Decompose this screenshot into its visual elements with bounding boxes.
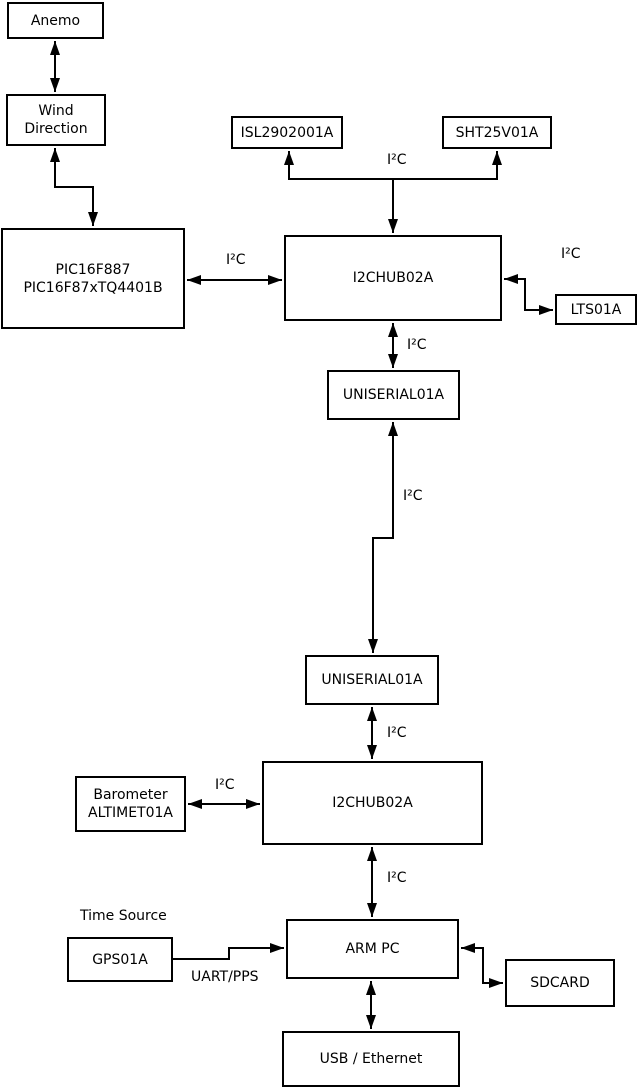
box-sdcard-label: SDCARD (530, 975, 590, 991)
connector-uniserial1-uniserial2 (368, 422, 398, 653)
box-lts01a-label: LTS01A (570, 301, 622, 318)
edge-label-i2c-pic-hub1: I²C (226, 252, 246, 268)
box-isl2902001a: ISL2902001A (231, 116, 343, 149)
box-arm-pc-label: ARM PC (345, 941, 400, 957)
box-pic16f887: PIC16F887 PIC16F87xTQ4401B (1, 228, 185, 329)
box-uniserial01a-top: UNISERIAL01A (327, 370, 460, 420)
edge-label-i2c-hub2-armpc: I²C (387, 870, 407, 886)
box-pic16f887-label: PIC16F887 PIC16F87xTQ4401B (23, 261, 163, 296)
box-arm-pc: ARM PC (286, 919, 459, 979)
connector-wind-direction-pic (50, 148, 98, 226)
box-anemo-label: Anemo (30, 12, 81, 29)
edge-label-i2c-hub1-lts: I²C (561, 246, 581, 262)
connector-armpc-sdcard (461, 943, 503, 988)
box-i2chub02a-top-label: I2CHUB02A (352, 270, 434, 286)
edge-label-i2c-barometer-hub2: I²C (215, 777, 235, 793)
box-isl2902001a-label: ISL2902001A (240, 124, 334, 141)
box-i2chub02a-top: I2CHUB02A (284, 235, 502, 321)
box-wind-direction-label: Wind Direction (24, 103, 88, 137)
box-usb-ethernet: USB / Ethernet (282, 1031, 460, 1087)
box-sht25v01a: SHT25V01A (442, 116, 552, 149)
box-uniserial01a-top-label: UNISERIAL01A (342, 387, 445, 403)
box-uniserial01a-bottom-label: UNISERIAL01A (321, 672, 423, 688)
box-sdcard: SDCARD (505, 959, 615, 1007)
edge-label-i2c-uniserial2-hub2: I²C (387, 725, 407, 741)
edge-label-i2c-uniserial-link: I²C (403, 488, 423, 504)
connector-gps-armpc (173, 943, 284, 960)
box-uniserial01a-bottom: UNISERIAL01A (305, 655, 439, 705)
box-anemo: Anemo (7, 2, 104, 39)
edge-label-time-source: Time Source (80, 908, 167, 924)
box-wind-direction: Wind Direction (6, 94, 106, 146)
edge-label-i2c-hub1-uniserial1: I²C (407, 337, 427, 353)
edge-label-uart-pps: UART/PPS (191, 969, 259, 985)
connector-hub1-lts (504, 274, 553, 315)
box-i2chub02a-bottom: I2CHUB02A (262, 761, 483, 845)
box-gps01a: GPS01A (67, 937, 173, 982)
box-barometer-altimet01a: Barometer ALTIMET01A (75, 776, 186, 832)
box-usb-ethernet-label: USB / Ethernet (319, 1051, 423, 1067)
box-i2chub02a-bottom-label: I2CHUB02A (332, 795, 413, 811)
box-gps01a-label: GPS01A (92, 951, 148, 968)
box-lts01a: LTS01A (555, 294, 637, 325)
edge-label-i2c-sensors: I²C (387, 152, 407, 168)
box-sht25v01a-label: SHT25V01A (455, 124, 539, 141)
box-barometer-altimet01a-label: Barometer ALTIMET01A (88, 787, 173, 821)
